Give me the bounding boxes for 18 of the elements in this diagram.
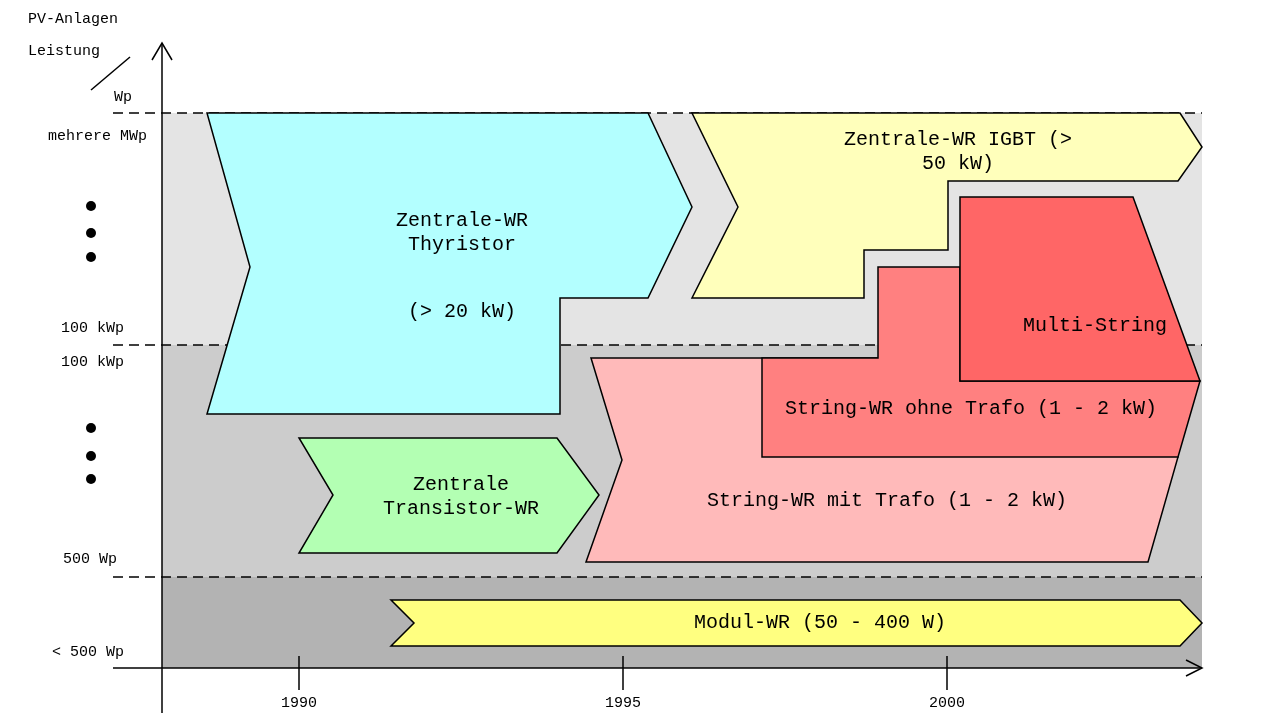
shape-label: Zentrale-WR Thyristor: [395, 209, 529, 257]
shape-label: String-WR mit Trafo (1 - 2 kW): [706, 489, 1068, 513]
axis-label: 2000: [929, 694, 965, 713]
axis-label: 1990: [281, 694, 317, 713]
axis-label: 100 kWp: [61, 353, 124, 373]
axis-label: PV-Anlagen Leistung: [28, 10, 119, 62]
axis-label: mehrere MWp: [47, 127, 147, 147]
axis-label: 1995: [605, 694, 641, 713]
axis-label: 100 kWp: [61, 319, 124, 339]
shape-label: String-WR ohne Trafo (1 - 2 kW): [785, 397, 1158, 421]
axis-label: Wp: [114, 88, 132, 108]
shape-label: Modul-WR (50 - 400 W): [694, 611, 946, 635]
shape-label: Zentrale-WR IGBT (> 50 kW): [842, 128, 1073, 176]
axis-label: < 500 Wp: [52, 643, 124, 663]
shape-label: Zentrale Transistor-WR: [382, 473, 540, 521]
shape-label: Multi-String: [1023, 314, 1167, 338]
axis-label: 500 Wp: [63, 550, 117, 570]
shape-label: (> 20 kW): [408, 300, 516, 324]
